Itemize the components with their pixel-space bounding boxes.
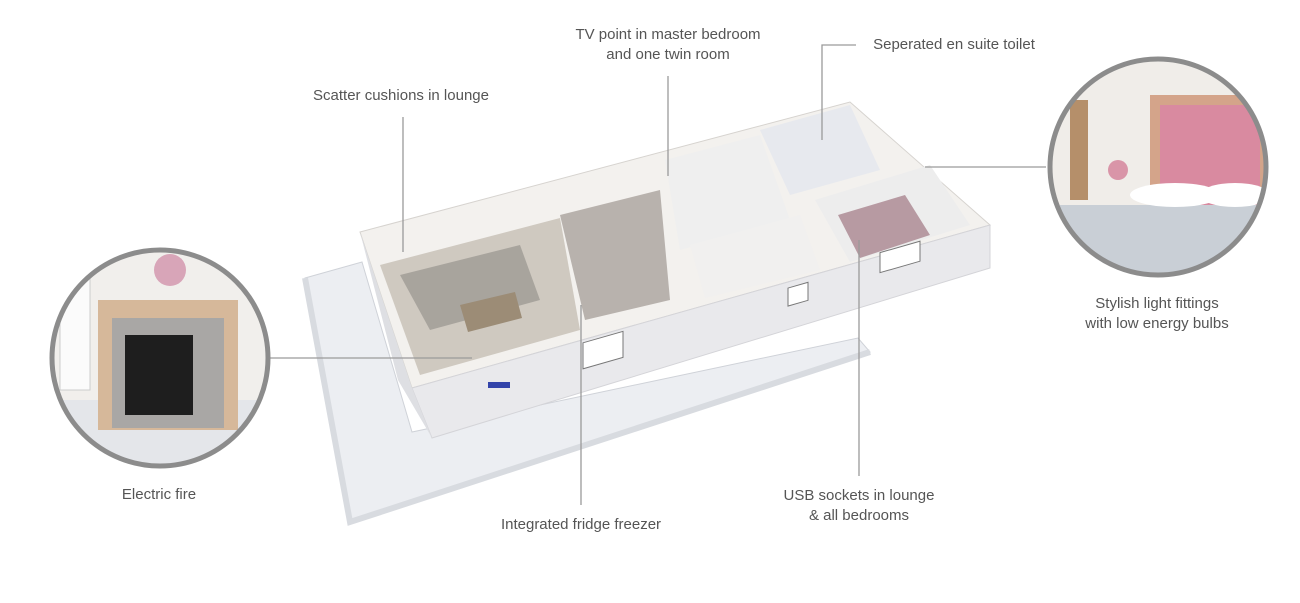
caravan-body — [359, 101, 992, 439]
bedroom-twin — [665, 135, 790, 250]
label-light-fittings-line1: Stylish light fittings — [1095, 295, 1219, 312]
coffee-table — [460, 292, 522, 332]
en-suite — [760, 105, 880, 195]
label-electric-fire: Electric fire — [121, 486, 197, 503]
label-tv-point-line2: and one twin room — [606, 46, 730, 63]
label-fridge-freezer: Integrated fridge freezer — [500, 516, 662, 533]
label-usb-sockets-line1: USB sockets in lounge — [783, 487, 935, 504]
label-usb-sockets-line2: & all bedrooms — [808, 507, 910, 524]
label-en-suite: Seperated en suite toilet — [873, 36, 1035, 53]
label-tv-point-line1: TV point in master bedroom — [575, 26, 761, 43]
decking — [302, 261, 871, 526]
kitchen — [560, 190, 670, 320]
label-tv-point: TV point in master bedroom and one twin … — [575, 25, 760, 65]
electric-fire-photo — [49, 247, 271, 469]
label-light-fittings: Stylish light fittings with low energy b… — [1085, 294, 1228, 334]
label-usb-sockets: USB sockets in lounge & all bedrooms — [784, 486, 935, 526]
label-light-fittings-line2: with low energy bulbs — [1085, 315, 1229, 332]
bedroom-photo — [1047, 56, 1269, 278]
bedroom-twin-2 — [690, 215, 820, 298]
label-scatter-cushions: Scatter cushions in lounge — [313, 87, 489, 104]
leader-lines — [270, 44, 1046, 505]
bed — [838, 195, 930, 258]
